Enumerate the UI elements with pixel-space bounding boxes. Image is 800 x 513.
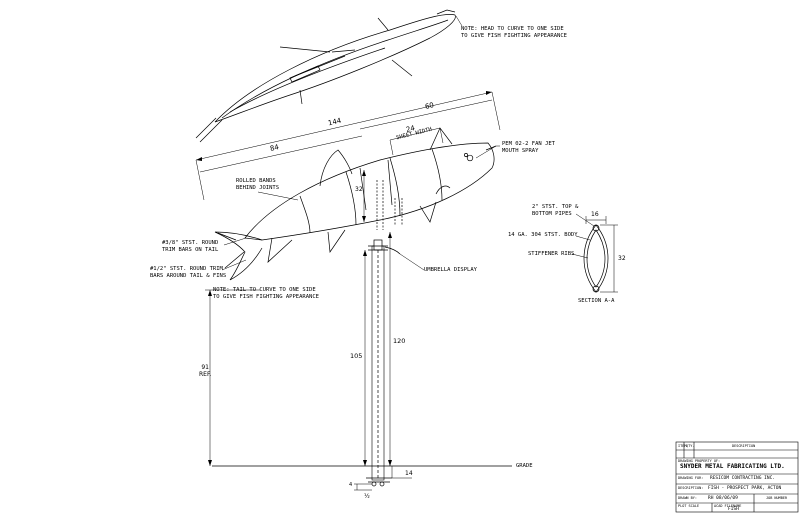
tb-desc-label: DESCRIPTION	[732, 444, 756, 448]
section-label: SECTION A-A	[578, 298, 615, 304]
tb-drawing-for-label: DRAWING FOR:	[678, 476, 704, 480]
tb-qty-label: QTY.	[686, 444, 695, 448]
tb-drawn-by: RH 08/06/09	[708, 496, 738, 501]
dim-32-section: 32	[618, 255, 626, 262]
tb-job-number-label: JOB NUMBER	[766, 496, 788, 500]
grade-label: GRADE	[516, 463, 533, 469]
head-note: NOTE: HEAD TO CURVE TO ONE SIDE TO GIVE …	[461, 26, 567, 39]
pipes-note: 2" STST. TOP & BOTTOM PIPES	[532, 204, 579, 217]
section-a-a	[571, 213, 618, 293]
dimension-lines	[195, 91, 501, 491]
tb-plot-scale-label: PLOT SCALE	[678, 504, 700, 508]
dim-120: 120	[393, 337, 406, 345]
fish-top-view	[195, 9, 456, 143]
rolled-bands-note: ROLLED BANDS BEHIND JOINTS	[236, 178, 280, 191]
pem-note: PEM 02-2 FAN JET MOUTH SPRAY	[502, 141, 555, 154]
dim-14: 14	[405, 470, 413, 477]
dim-16: 16	[591, 211, 599, 218]
arrowheads	[196, 91, 492, 466]
stiffener-note: STIFFENER RIBS	[528, 251, 575, 257]
title-block: ITEM QTY. DESCRIPTION DRAWING PROPERTY O…	[676, 442, 798, 512]
umbrella-note: UMBRELLA DISPLAY	[424, 267, 477, 273]
dim-105: 105	[350, 352, 363, 360]
tail-trim-note: #3/8" STST. ROUND TRIM BARS ON TAIL	[162, 240, 219, 253]
dim-32-body: 32	[355, 186, 363, 193]
tb-drawn-by-label: DRAWN BY:	[678, 496, 697, 500]
title-block-grid	[675, 441, 799, 513]
fin-trim-note: #1/2" STST. ROUND TRIM BARS AROUND TAIL …	[150, 266, 227, 279]
tb-client: RESICOM CONTRACTING INC.	[710, 476, 776, 481]
tb-company: SNYDER METAL FABRICATING LTD.	[680, 463, 785, 470]
leader-lines	[221, 15, 500, 271]
dim-half: ½	[364, 493, 370, 500]
tb-property-label: DRAWING PROPERTY OF:	[678, 459, 721, 463]
tb-description-label: DESCRIPTION:	[678, 486, 704, 490]
support-pole	[366, 239, 401, 487]
tb-acad-filename-label: ACAD FILENAME	[714, 504, 742, 508]
tb-description: FISH - PROSPECT PARK, ACTON	[708, 486, 782, 491]
tb-item-label: ITEM	[678, 444, 687, 448]
tail-note: NOTE: TAIL TO CURVE TO ONE SIDE TO GIVE …	[213, 287, 319, 300]
dim-91-ref: 91 REF.	[199, 364, 212, 378]
body-gauge-note: 14 GA. 304 STST. BODY	[508, 232, 578, 238]
tb-filename: FISH	[728, 507, 739, 512]
dim-4: 4	[349, 482, 353, 488]
fish-side-view	[214, 127, 497, 281]
